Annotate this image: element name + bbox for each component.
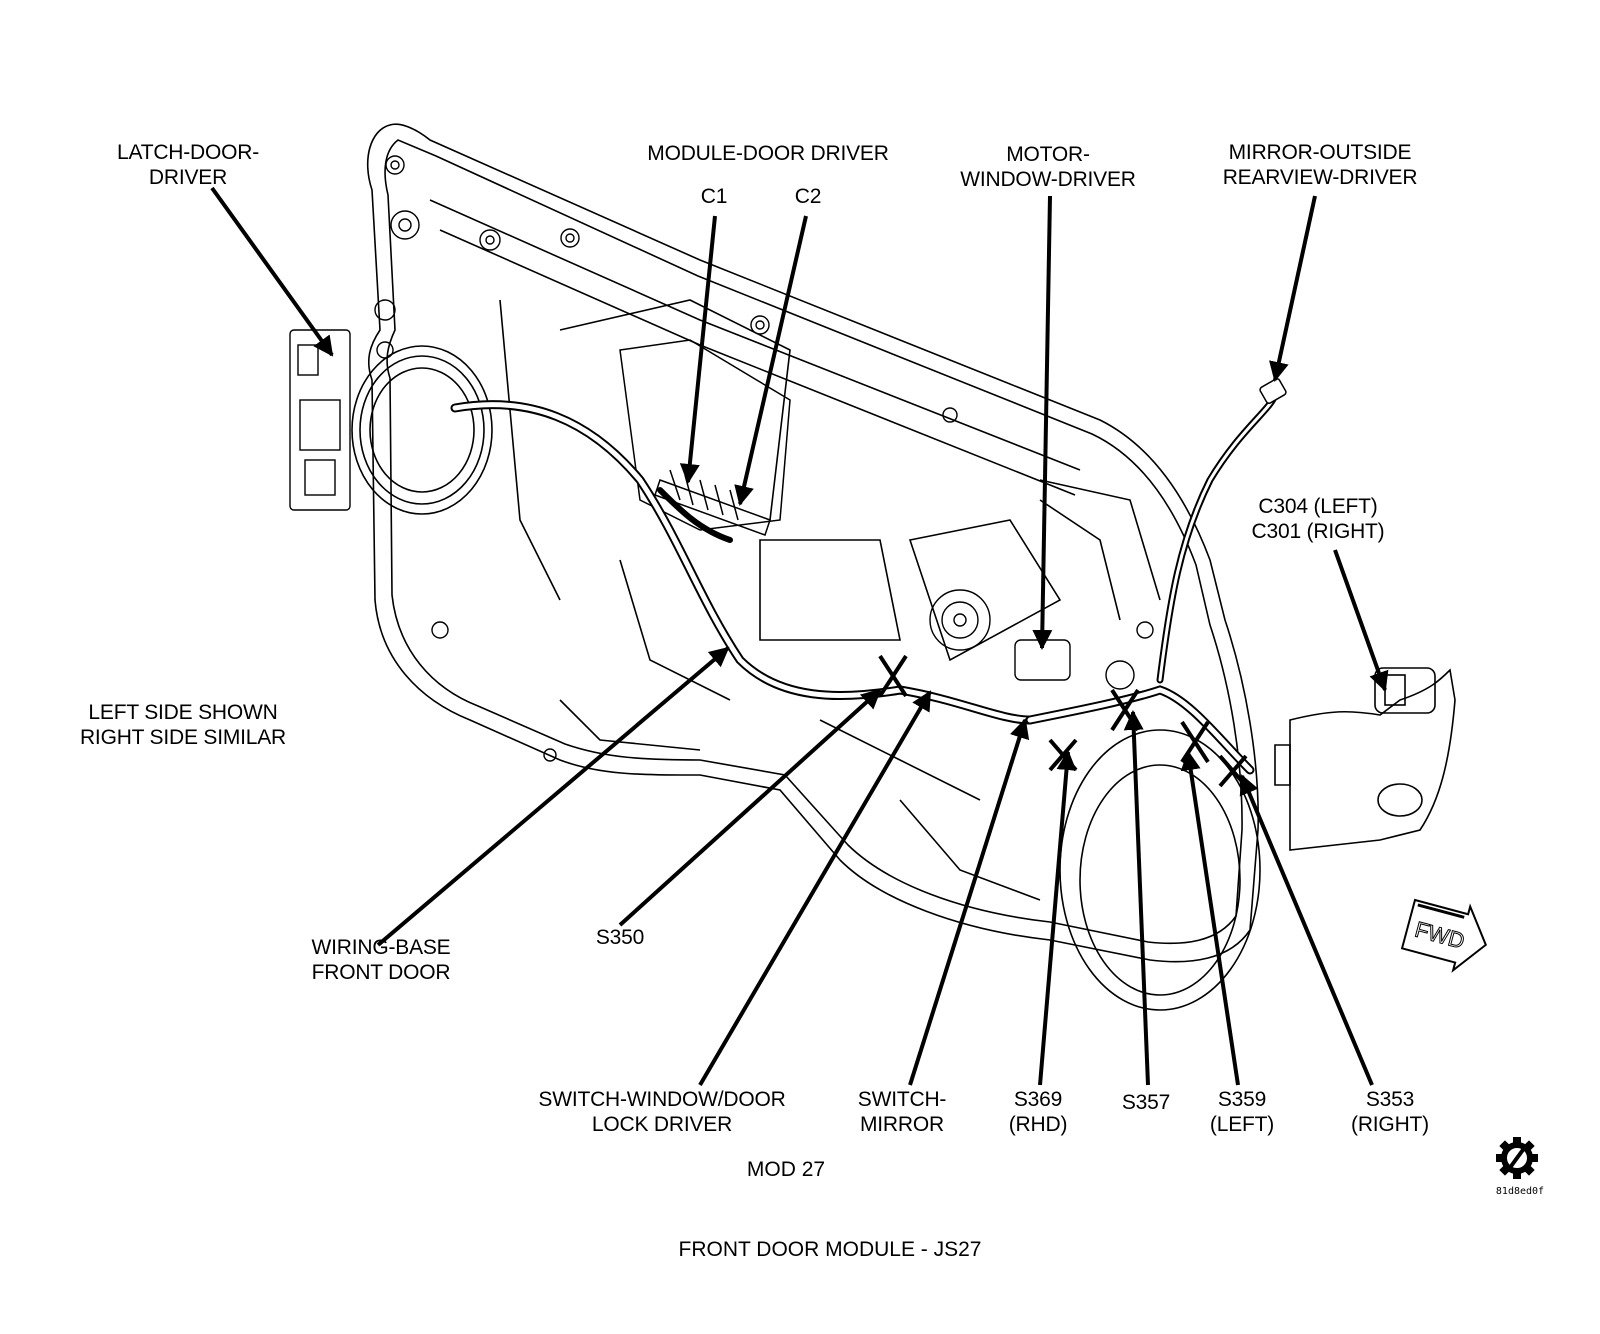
label-line: MODULE-DOOR DRIVER bbox=[647, 142, 889, 165]
leader-c2 bbox=[734, 215, 808, 506]
leader-c304-c301 bbox=[1333, 549, 1389, 692]
label-line: (RHD) bbox=[1008, 1113, 1068, 1136]
label-module-door-driver: MODULE-DOOR DRIVER bbox=[647, 141, 889, 166]
label-line: SWITCH- bbox=[857, 1088, 947, 1111]
label-s369-rhd: S369 (RHD) bbox=[1008, 1087, 1068, 1137]
door-module-body bbox=[619, 339, 791, 536]
label-line: C2 bbox=[794, 185, 822, 208]
wiring-harness bbox=[450, 391, 1279, 775]
diagram-title: FRONT DOOR MODULE - JS27 bbox=[678, 1238, 982, 1261]
label-s357: S357 bbox=[1122, 1090, 1170, 1115]
label-line: SWITCH-WINDOW/DOOR bbox=[538, 1088, 786, 1111]
leader-s353 bbox=[1239, 774, 1374, 1086]
label-switch-mirror: SWITCH- MIRROR bbox=[857, 1087, 947, 1137]
label-line: (RIGHT) bbox=[1351, 1113, 1429, 1136]
label-line: LOCK DRIVER bbox=[591, 1113, 733, 1136]
label-switch-window-door-lock-driver: SWITCH-WINDOW/DOOR LOCK DRIVER bbox=[538, 1087, 785, 1137]
leader-latch-door-driver bbox=[210, 186, 334, 357]
label-line: S353 bbox=[1365, 1088, 1415, 1111]
label-c304-c301: C304 (LEFT) C301 (RIGHT) bbox=[1252, 494, 1385, 544]
leader-switch-window-door bbox=[698, 690, 932, 1087]
label-s359-left: S359 (LEFT) bbox=[1210, 1087, 1274, 1137]
label-s350: S350 bbox=[596, 925, 644, 950]
service-gear-icon bbox=[1496, 1137, 1538, 1179]
mirror-bracket-c304-c301 bbox=[1274, 667, 1456, 851]
label-motor-window-driver: MOTOR- WINDOW-DRIVER bbox=[960, 142, 1136, 192]
leader-switch-mirror bbox=[908, 718, 1030, 1086]
mirror-connector bbox=[1259, 378, 1287, 404]
label-line: DRIVER bbox=[148, 166, 228, 189]
leader-s369 bbox=[1038, 750, 1077, 1086]
leader-c1 bbox=[679, 215, 717, 484]
label-line: FRONT DOOR bbox=[311, 961, 451, 984]
label-line: S350 bbox=[595, 926, 645, 949]
note-left-side-shown: LEFT SIDE SHOWN RIGHT SIDE SIMILAR bbox=[80, 700, 286, 750]
module-number: MOD 27 bbox=[746, 1158, 826, 1181]
label-line: MIRROR bbox=[860, 1113, 944, 1136]
image-id: 81d8ed0f bbox=[1495, 1186, 1545, 1197]
leader-s359 bbox=[1180, 750, 1240, 1086]
splice-x-s359 bbox=[1180, 720, 1210, 764]
label-line: S357 bbox=[1121, 1091, 1171, 1114]
window-motor bbox=[929, 589, 1071, 681]
label-line: C301 (RIGHT) bbox=[1251, 520, 1385, 543]
door-latch bbox=[289, 329, 351, 511]
label-mirror-outside-rearview-driver: MIRROR-OUTSIDE REARVIEW-DRIVER bbox=[1223, 140, 1418, 190]
leader-mirror-outside bbox=[1269, 195, 1317, 382]
label-line: (LEFT) bbox=[1209, 1113, 1275, 1136]
label-latch-door-driver: LATCH-DOOR- DRIVER bbox=[117, 140, 259, 190]
leader-motor-window-driver bbox=[1032, 195, 1053, 650]
speaker-opening-upper bbox=[351, 345, 493, 515]
label-line: WINDOW-DRIVER bbox=[960, 168, 1136, 191]
label-c2: C2 bbox=[794, 184, 822, 209]
label-c1: C1 bbox=[700, 184, 728, 209]
door-panel bbox=[366, 123, 1259, 963]
note-line: LEFT SIDE SHOWN bbox=[88, 701, 278, 724]
label-line: LATCH-DOOR- bbox=[116, 141, 260, 164]
leader-s350 bbox=[618, 688, 882, 927]
label-line: MIRROR-OUTSIDE bbox=[1228, 141, 1412, 164]
leader-s357 bbox=[1123, 710, 1150, 1086]
mounting-bosses bbox=[374, 155, 1154, 762]
splice-x-s353 bbox=[1218, 754, 1248, 788]
label-line: C304 (LEFT) bbox=[1258, 495, 1378, 518]
label-line: S369 bbox=[1013, 1088, 1063, 1111]
label-line: REARVIEW-DRIVER bbox=[1222, 166, 1418, 189]
splice-x-s369 bbox=[1048, 738, 1078, 772]
label-line: WIRING-BASE bbox=[311, 936, 451, 959]
note-line: RIGHT SIDE SIMILAR bbox=[79, 726, 287, 749]
label-wiring-base-front-door: WIRING-BASE FRONT DOOR bbox=[312, 935, 451, 985]
splice-x-s350 bbox=[878, 654, 908, 698]
label-line: S359 bbox=[1217, 1088, 1267, 1111]
leader-wiring-base bbox=[376, 646, 730, 947]
label-s353-right: S353 (RIGHT) bbox=[1351, 1087, 1429, 1137]
label-line: C1 bbox=[700, 185, 728, 208]
forward-direction-arrow: FWD bbox=[1400, 898, 1488, 973]
label-line: MOTOR- bbox=[1006, 143, 1090, 166]
